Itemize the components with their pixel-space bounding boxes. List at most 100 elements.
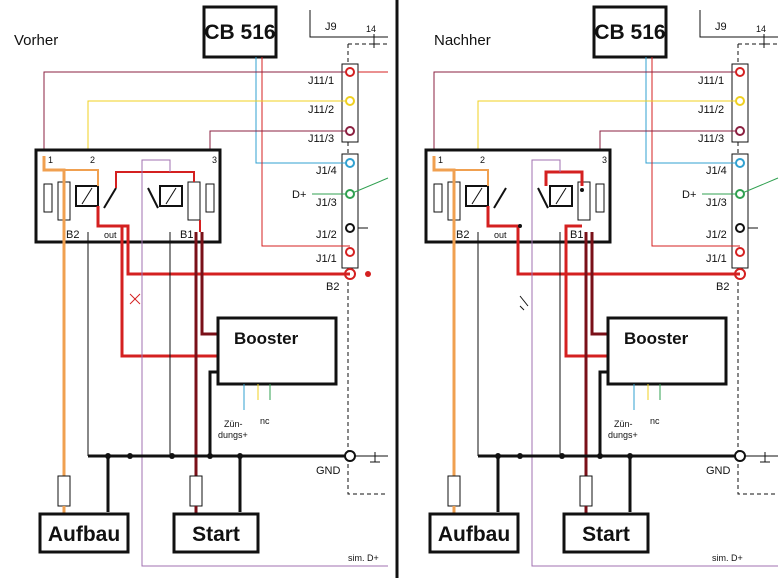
pin14-label: 14 <box>366 24 376 34</box>
sim-d-label: sim. D+ <box>712 553 743 563</box>
wire-orange-2 <box>64 169 99 186</box>
wire-yellow-j11-2 <box>87 100 350 156</box>
j9-header-line <box>309 10 388 38</box>
open-switch-mark <box>519 295 529 307</box>
pin-label: J1/4 <box>316 165 337 177</box>
pin-label: J11/2 <box>698 104 724 116</box>
booster-box <box>606 316 728 386</box>
relay-bottom-label: out <box>104 230 117 240</box>
pin-label: J1/4 <box>706 165 727 177</box>
wire-darkred-booster <box>590 232 608 336</box>
fuse-aufbau <box>57 475 71 507</box>
relay-terminal: 3 <box>602 155 607 165</box>
relay-switch-1 <box>103 187 117 209</box>
wire-red-thin <box>651 57 740 247</box>
aufbau-box <box>38 512 130 554</box>
relay-terminal: 2 <box>480 155 485 165</box>
booster-label: Booster <box>234 329 299 348</box>
pin-label: J1/2 <box>316 229 337 241</box>
j9-header-line <box>699 10 778 38</box>
relay-switch-2 <box>147 187 159 209</box>
wire-green <box>261 57 350 247</box>
wire-maroon-j11-1 <box>433 71 740 156</box>
b2-label: B2 <box>326 281 339 293</box>
wire-blue <box>255 57 350 164</box>
booster-input-label: Zün- <box>224 419 243 429</box>
start-box <box>172 512 260 554</box>
wire-red-booster <box>120 226 218 358</box>
pin-markers <box>344 67 371 280</box>
booster-input-label: Zün- <box>614 419 633 429</box>
booster-nc-label: nc <box>650 416 660 426</box>
controller-label: CB 516 <box>204 21 275 44</box>
relay-terminal: 2 <box>90 155 95 165</box>
fuse-start <box>189 475 203 507</box>
relay-coil-right <box>187 181 201 221</box>
panel-title: Vorher <box>14 32 58 49</box>
booster-box <box>216 316 338 386</box>
fuse-aufbau <box>447 475 461 507</box>
wire-red-internal-2 <box>115 171 195 188</box>
pin-label: J11/1 <box>698 75 724 87</box>
gnd-label: GND <box>706 465 731 477</box>
relay-terminal: 1 <box>438 155 443 165</box>
pin-label: J11/1 <box>308 75 334 87</box>
wire-darkred-booster <box>200 232 218 336</box>
wire-red-coil2 <box>544 170 584 186</box>
wire-purple-2 <box>141 226 388 567</box>
wire-maroon-j11-3 <box>599 130 740 156</box>
relay-bottom-label: B2 <box>456 229 469 241</box>
wire-purple <box>141 159 171 226</box>
relay-switch-1 <box>493 187 507 209</box>
wire-purple <box>531 159 561 226</box>
relay-terminal: 3 <box>212 155 217 165</box>
panel-vorher: Vorher CB 516 J9 14 J11/1 J11/2 J11/3 J1… <box>14 5 389 567</box>
wire-orange <box>432 156 456 478</box>
relay-bottom-label: B2 <box>66 229 79 241</box>
relay-fuse-right <box>205 183 215 213</box>
aufbau-box <box>428 512 520 554</box>
j9-label: J9 <box>715 21 727 33</box>
booster-input-label: dungs+ <box>608 430 638 440</box>
start-box <box>562 512 650 554</box>
pin-label: J1/1 <box>706 253 727 265</box>
aufbau-label: Aufbau <box>438 523 510 546</box>
relay-bottom-label: B1 <box>180 229 193 241</box>
wire-yellow-j11-2 <box>477 100 740 156</box>
booster-input-label: dungs+ <box>218 430 248 440</box>
pin-label: J1/2 <box>706 229 727 241</box>
relay-fuse-left <box>43 183 53 213</box>
relay-bottom-label: out <box>494 230 507 240</box>
relay-terminal: 1 <box>48 155 53 165</box>
wire-maroon-j11-1 <box>43 71 350 156</box>
controller-box <box>202 5 278 59</box>
booster-label: Booster <box>624 329 689 348</box>
pin-label: J11/3 <box>308 133 334 145</box>
fuse-start <box>579 475 593 507</box>
wire-maroon-j11-3 <box>209 130 350 156</box>
panel-nachher: Nachher CB 516 J9 14 J11/1 J11/2 J11/3 J… <box>424 5 779 567</box>
pin-label: J1/3 <box>706 197 727 209</box>
wire-orange <box>42 156 66 478</box>
pin-label: J11/3 <box>698 133 724 145</box>
gnd-label: GND <box>316 465 341 477</box>
relay-switch-2 <box>537 187 549 209</box>
b2-label: B2 <box>716 281 729 293</box>
j9-label: J9 <box>325 21 337 33</box>
wire-blue <box>645 57 740 164</box>
relay-bottom-label: B1 <box>570 229 583 241</box>
controller-box <box>592 5 668 59</box>
d-plus-label: D+ <box>682 189 696 201</box>
pin-label: J11/2 <box>308 104 334 116</box>
wire-purple-2 <box>531 226 778 567</box>
aufbau-label: Aufbau <box>48 523 120 546</box>
pin-label: J1/1 <box>316 253 337 265</box>
start-label: Start <box>192 523 240 546</box>
pin-label: J1/3 <box>316 197 337 209</box>
d-plus-label: D+ <box>292 189 306 201</box>
booster-nc-label: nc <box>260 416 270 426</box>
sim-d-label: sim. D+ <box>348 553 379 563</box>
pin14-label: 14 <box>756 24 766 34</box>
panel-title: Nachher <box>434 32 491 49</box>
